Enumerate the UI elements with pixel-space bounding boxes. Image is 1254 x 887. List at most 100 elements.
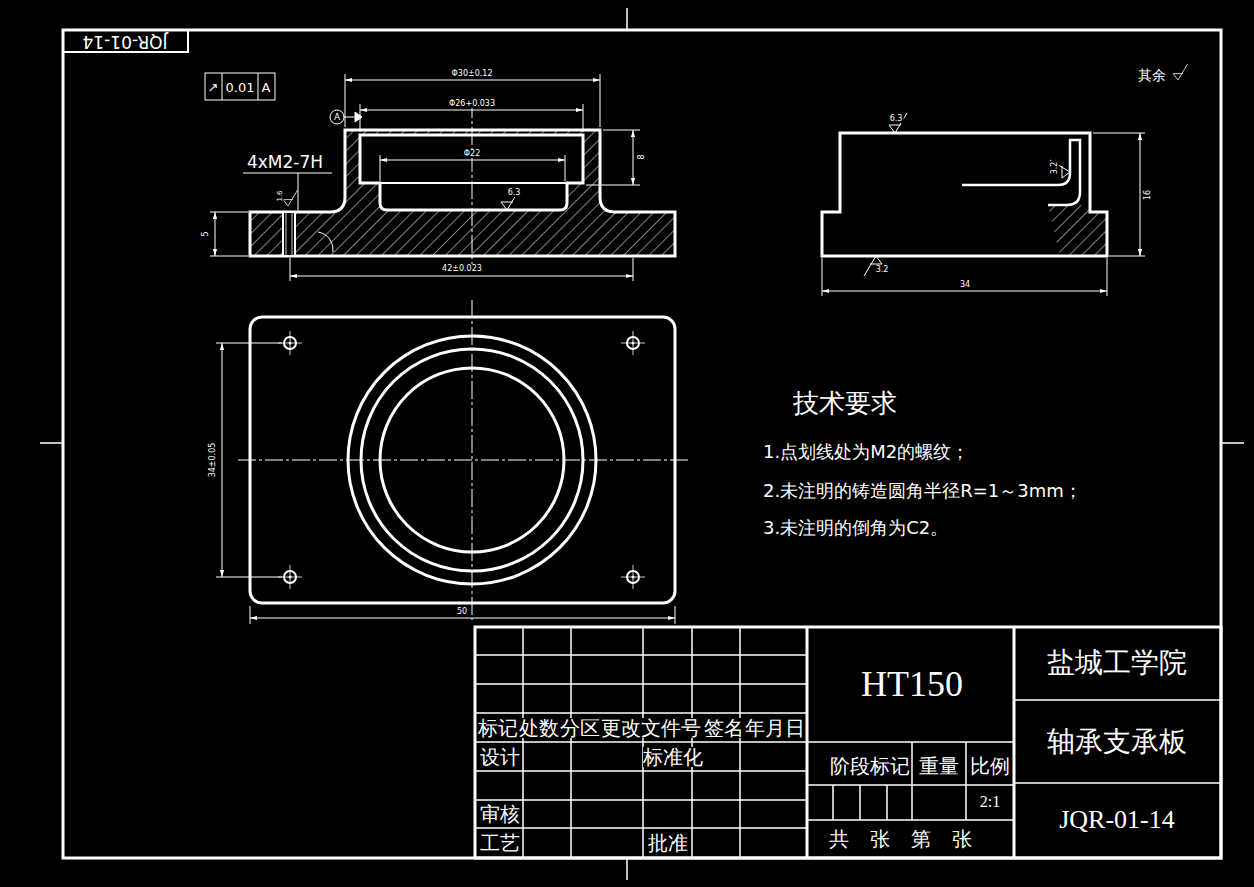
front-section-view-part: [283, 212, 295, 256]
side-dimensions-part: [1093, 133, 1145, 134]
front-dimensions-part: [600, 74, 601, 127]
sheet-count: 共 张 第 张: [829, 829, 972, 849]
table-cell: 比例: [970, 756, 1010, 776]
front-section-view: [250, 100, 675, 264]
sheet-frame-part: [63, 30, 188, 52]
material: HT150: [861, 666, 963, 702]
front-dimensions-part: [586, 185, 640, 186]
front-dimensions-part: [330, 110, 344, 124]
sheet-frame-part: [40, 442, 63, 444]
side-dimensions-part: [1107, 258, 1108, 296]
title-block-part-part: [739, 627, 741, 858]
title-block-part-part: [859, 785, 861, 820]
title-block-part-part: [832, 785, 834, 820]
table-cell: 重量: [919, 756, 959, 776]
roughness-symbol: [1173, 64, 1187, 80]
sheet-frame-part: [1221, 442, 1244, 444]
table-cell: 标记: [478, 718, 518, 738]
title-block-part-part: [475, 799, 807, 801]
front-dimensions-part: [603, 130, 640, 131]
table-cell: 审核: [480, 804, 520, 824]
top-view-part-part: [633, 331, 634, 355]
scale-value: 2:1: [980, 794, 1000, 810]
tolerance-symbol: ↗: [208, 81, 219, 94]
side-dimensions-part: [1140, 133, 1141, 256]
institution-name: 盐城工学院: [1047, 649, 1187, 677]
front-dimensions-part: [345, 80, 600, 81]
table-cell: 设计: [480, 747, 520, 767]
side-dimensions: [822, 113, 1145, 296]
front-dimensions-part: [344, 117, 355, 118]
table-cell: 签名: [704, 718, 744, 738]
table-cell: 年月日: [745, 718, 805, 738]
table-cell: 阶段标记: [830, 756, 910, 776]
table-cell: 工艺: [480, 833, 520, 853]
front-dimensions-part: [243, 173, 332, 174]
front-dimensions-part: [633, 130, 634, 185]
title-block-part-part: [475, 770, 807, 772]
notes-heading: 技术要求: [792, 390, 898, 416]
roughness-note: 其余: [1137, 68, 1167, 82]
part-name: 轴承支承板: [1047, 728, 1187, 756]
front-dimensions: [205, 73, 640, 281]
top-dimensions-part: [675, 606, 676, 624]
table-cell: 更改文件号: [601, 718, 701, 738]
top-view-part-part: [290, 565, 291, 589]
title-block-part: [475, 627, 1221, 858]
technical-note: 1.点划线处为M2的螺纹；: [762, 443, 970, 461]
front-dimensions-part: [380, 155, 381, 181]
dimension: 50: [456, 608, 468, 616]
dimension: Φ26+0.033: [448, 100, 496, 108]
side-dimensions-part: [889, 113, 907, 133]
dimension: Φ30±0.12: [451, 70, 494, 78]
title-block-part-part: [570, 627, 572, 858]
sheet-frame-part: [626, 8, 628, 30]
front-dimensions-part: [283, 190, 297, 206]
front-dimensions-part: [205, 73, 275, 100]
sheet-frame: [40, 8, 1244, 880]
front-section-view-part: [250, 130, 675, 256]
front-dimensions-part: [355, 112, 362, 122]
front-section-view-part: [380, 182, 567, 184]
drawing-number: JQR-01-14: [1059, 807, 1175, 833]
title-block-part-part: [807, 741, 1014, 743]
roughness-symbol-part: [1173, 64, 1187, 80]
roughness-value: 3.2: [875, 266, 890, 274]
dimension: 34: [959, 281, 971, 289]
table-cell: 批准: [648, 833, 688, 853]
title-block-part-part: [475, 654, 807, 656]
top-dimensions-part: [250, 606, 251, 624]
sheet-frame-part: [626, 858, 628, 880]
front-dimensions-part: [565, 155, 566, 181]
front-section-view-part: [286, 212, 287, 256]
dimension: 34±0.05: [209, 442, 217, 479]
datum-letter: A: [334, 113, 340, 122]
datum-reference: A: [262, 81, 271, 94]
front-dimensions-part: [290, 258, 291, 281]
dimension: 5: [202, 230, 210, 237]
dimension: 8: [638, 153, 646, 160]
title-block-part-part: [886, 785, 888, 820]
front-section-view-part: [318, 232, 333, 252]
front-dimensions-part: [210, 256, 248, 257]
title-block-part-part: [1014, 699, 1221, 701]
title-block-part-part: [807, 784, 1014, 786]
front-section-view-part: [292, 212, 293, 256]
front-dimensions-part: [345, 74, 346, 127]
front-dimensions-part: [633, 258, 634, 281]
side-view-part: [962, 140, 1080, 205]
title-block-part-part: [965, 742, 967, 820]
title-block-part: [475, 627, 1221, 858]
side-dimensions-part: [822, 258, 823, 296]
drawing-number: JQR-01-14: [81, 33, 168, 50]
front-section-view-part: [472, 100, 473, 264]
top-dimensions-part: [250, 618, 675, 619]
title-block-part-part: [475, 827, 807, 829]
roughness-value: 6.3: [889, 115, 904, 123]
front-dimensions-part: [360, 110, 583, 111]
table-cell: 标准化: [643, 747, 703, 767]
front-dimensions-part: [290, 276, 633, 277]
title-block: [475, 627, 1221, 858]
top-dimensions: [216, 343, 675, 624]
